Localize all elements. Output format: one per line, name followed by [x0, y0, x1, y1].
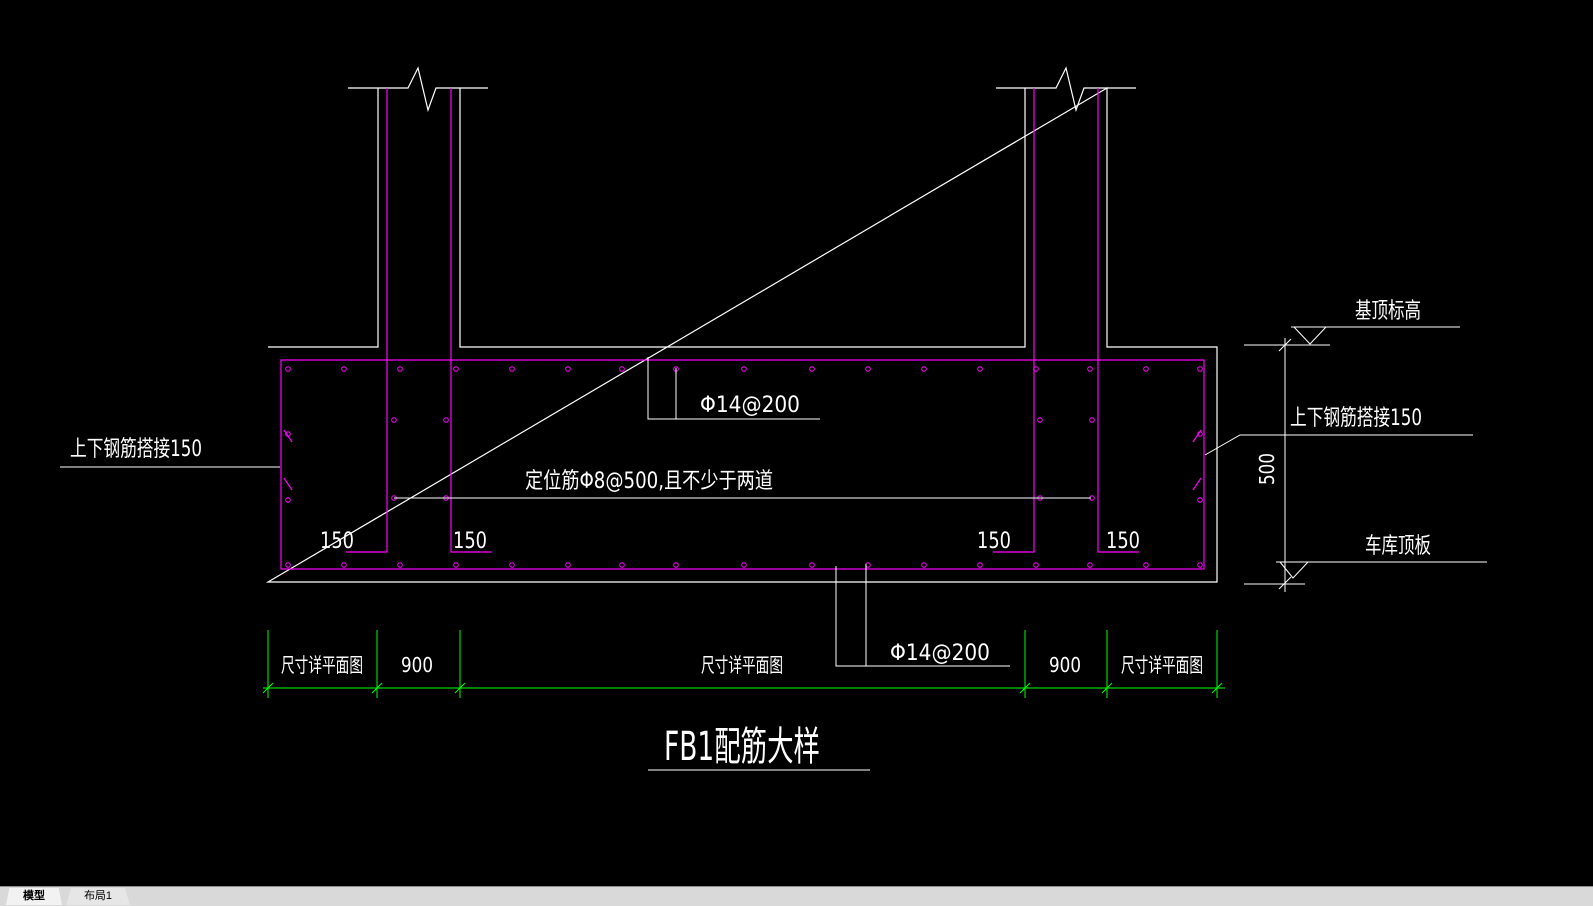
rebar-dot — [673, 562, 679, 568]
label-thickness: 500 — [1255, 453, 1279, 485]
label-hook-3: 150 — [977, 529, 1011, 554]
rebar-dot — [921, 366, 927, 372]
tab-model[interactable]: 模型 — [6, 888, 62, 905]
rebar-dot — [285, 366, 291, 372]
rebar-dot — [565, 562, 571, 568]
rebar-dot — [285, 431, 291, 437]
rebar-dot — [1197, 497, 1203, 503]
rebar-dot — [1033, 562, 1039, 568]
label-elev-bottom: 车库顶板 — [1365, 534, 1431, 559]
label-elev-top: 基顶标高 — [1355, 299, 1421, 324]
label-hook-1: 150 — [320, 529, 354, 554]
rebar-dot — [809, 562, 815, 568]
dim-text-4: 900 — [1049, 653, 1081, 677]
dim-text-5: 尺寸详平面图 — [1121, 653, 1203, 677]
drawing-canvas[interactable]: 上下钢筋搭接150 上下钢筋搭接150 Φ14@200 Φ14@200 定位筋Φ… — [0, 0, 1593, 886]
rebar-dot — [341, 562, 347, 568]
dim-text-3: 尺寸详平面图 — [701, 653, 783, 677]
leader-lines — [60, 326, 1487, 771]
layout-tab-bar: 模型 布局1 — [0, 886, 1593, 906]
rebar-cage — [280, 88, 1205, 570]
rebar-dot — [1197, 431, 1203, 437]
label-top-bar: Φ14@200 — [700, 393, 800, 418]
rebar-dot — [741, 366, 747, 372]
dimension-chain — [262, 630, 1225, 698]
label-hook-4: 150 — [1106, 529, 1140, 554]
rebar-dot — [741, 562, 747, 568]
rebar-dot — [1037, 417, 1043, 423]
drawing-texts: 上下钢筋搭接150 上下钢筋搭接150 Φ14@200 Φ14@200 定位筋Φ… — [70, 299, 1431, 770]
rebar-dot — [977, 366, 983, 372]
label-splice-left: 上下钢筋搭接150 — [70, 437, 202, 462]
rebar-dot — [1087, 366, 1093, 372]
rebar-dot — [619, 562, 625, 568]
rebar-dot — [341, 366, 347, 372]
dim-text-2: 900 — [401, 653, 433, 677]
rebar-dot — [565, 366, 571, 372]
rebar-dot — [1033, 366, 1039, 372]
rebar-dot — [1087, 562, 1093, 568]
rebar-dot — [921, 562, 927, 568]
rebar-dot — [1197, 562, 1203, 568]
drawing-title: FB1配筋大样 — [664, 724, 820, 770]
concrete-outline — [265, 66, 1218, 583]
rebar-dot — [453, 366, 459, 372]
rebar-dot — [453, 562, 459, 568]
dim-text-1: 尺寸详平面图 — [281, 653, 363, 677]
rebar-dot — [1197, 366, 1203, 372]
rebar-dot — [509, 562, 515, 568]
rebar-dot — [397, 562, 403, 568]
rebar-dot — [1143, 366, 1149, 372]
rebar-dot — [285, 497, 291, 503]
rebar-dot — [977, 562, 983, 568]
rebar-dot — [285, 562, 291, 568]
label-hook-2: 150 — [453, 529, 487, 554]
label-splice-right: 上下钢筋搭接150 — [1290, 406, 1422, 431]
rebar-dot — [809, 366, 815, 372]
label-locating-bar: 定位筋Φ8@500,且不少于两道 — [525, 469, 773, 494]
rebar-dot — [1089, 417, 1095, 423]
rebar-dot — [509, 366, 515, 372]
tab-layout-1[interactable]: 布局1 — [66, 888, 130, 905]
rebar-dot — [391, 417, 397, 423]
rebar-dot — [443, 417, 449, 423]
rebar-dot — [619, 366, 625, 372]
label-bottom-bar: Φ14@200 — [890, 641, 990, 666]
rebar-dot — [865, 366, 871, 372]
rebar-dot — [397, 366, 403, 372]
rebar-dot — [1143, 562, 1149, 568]
